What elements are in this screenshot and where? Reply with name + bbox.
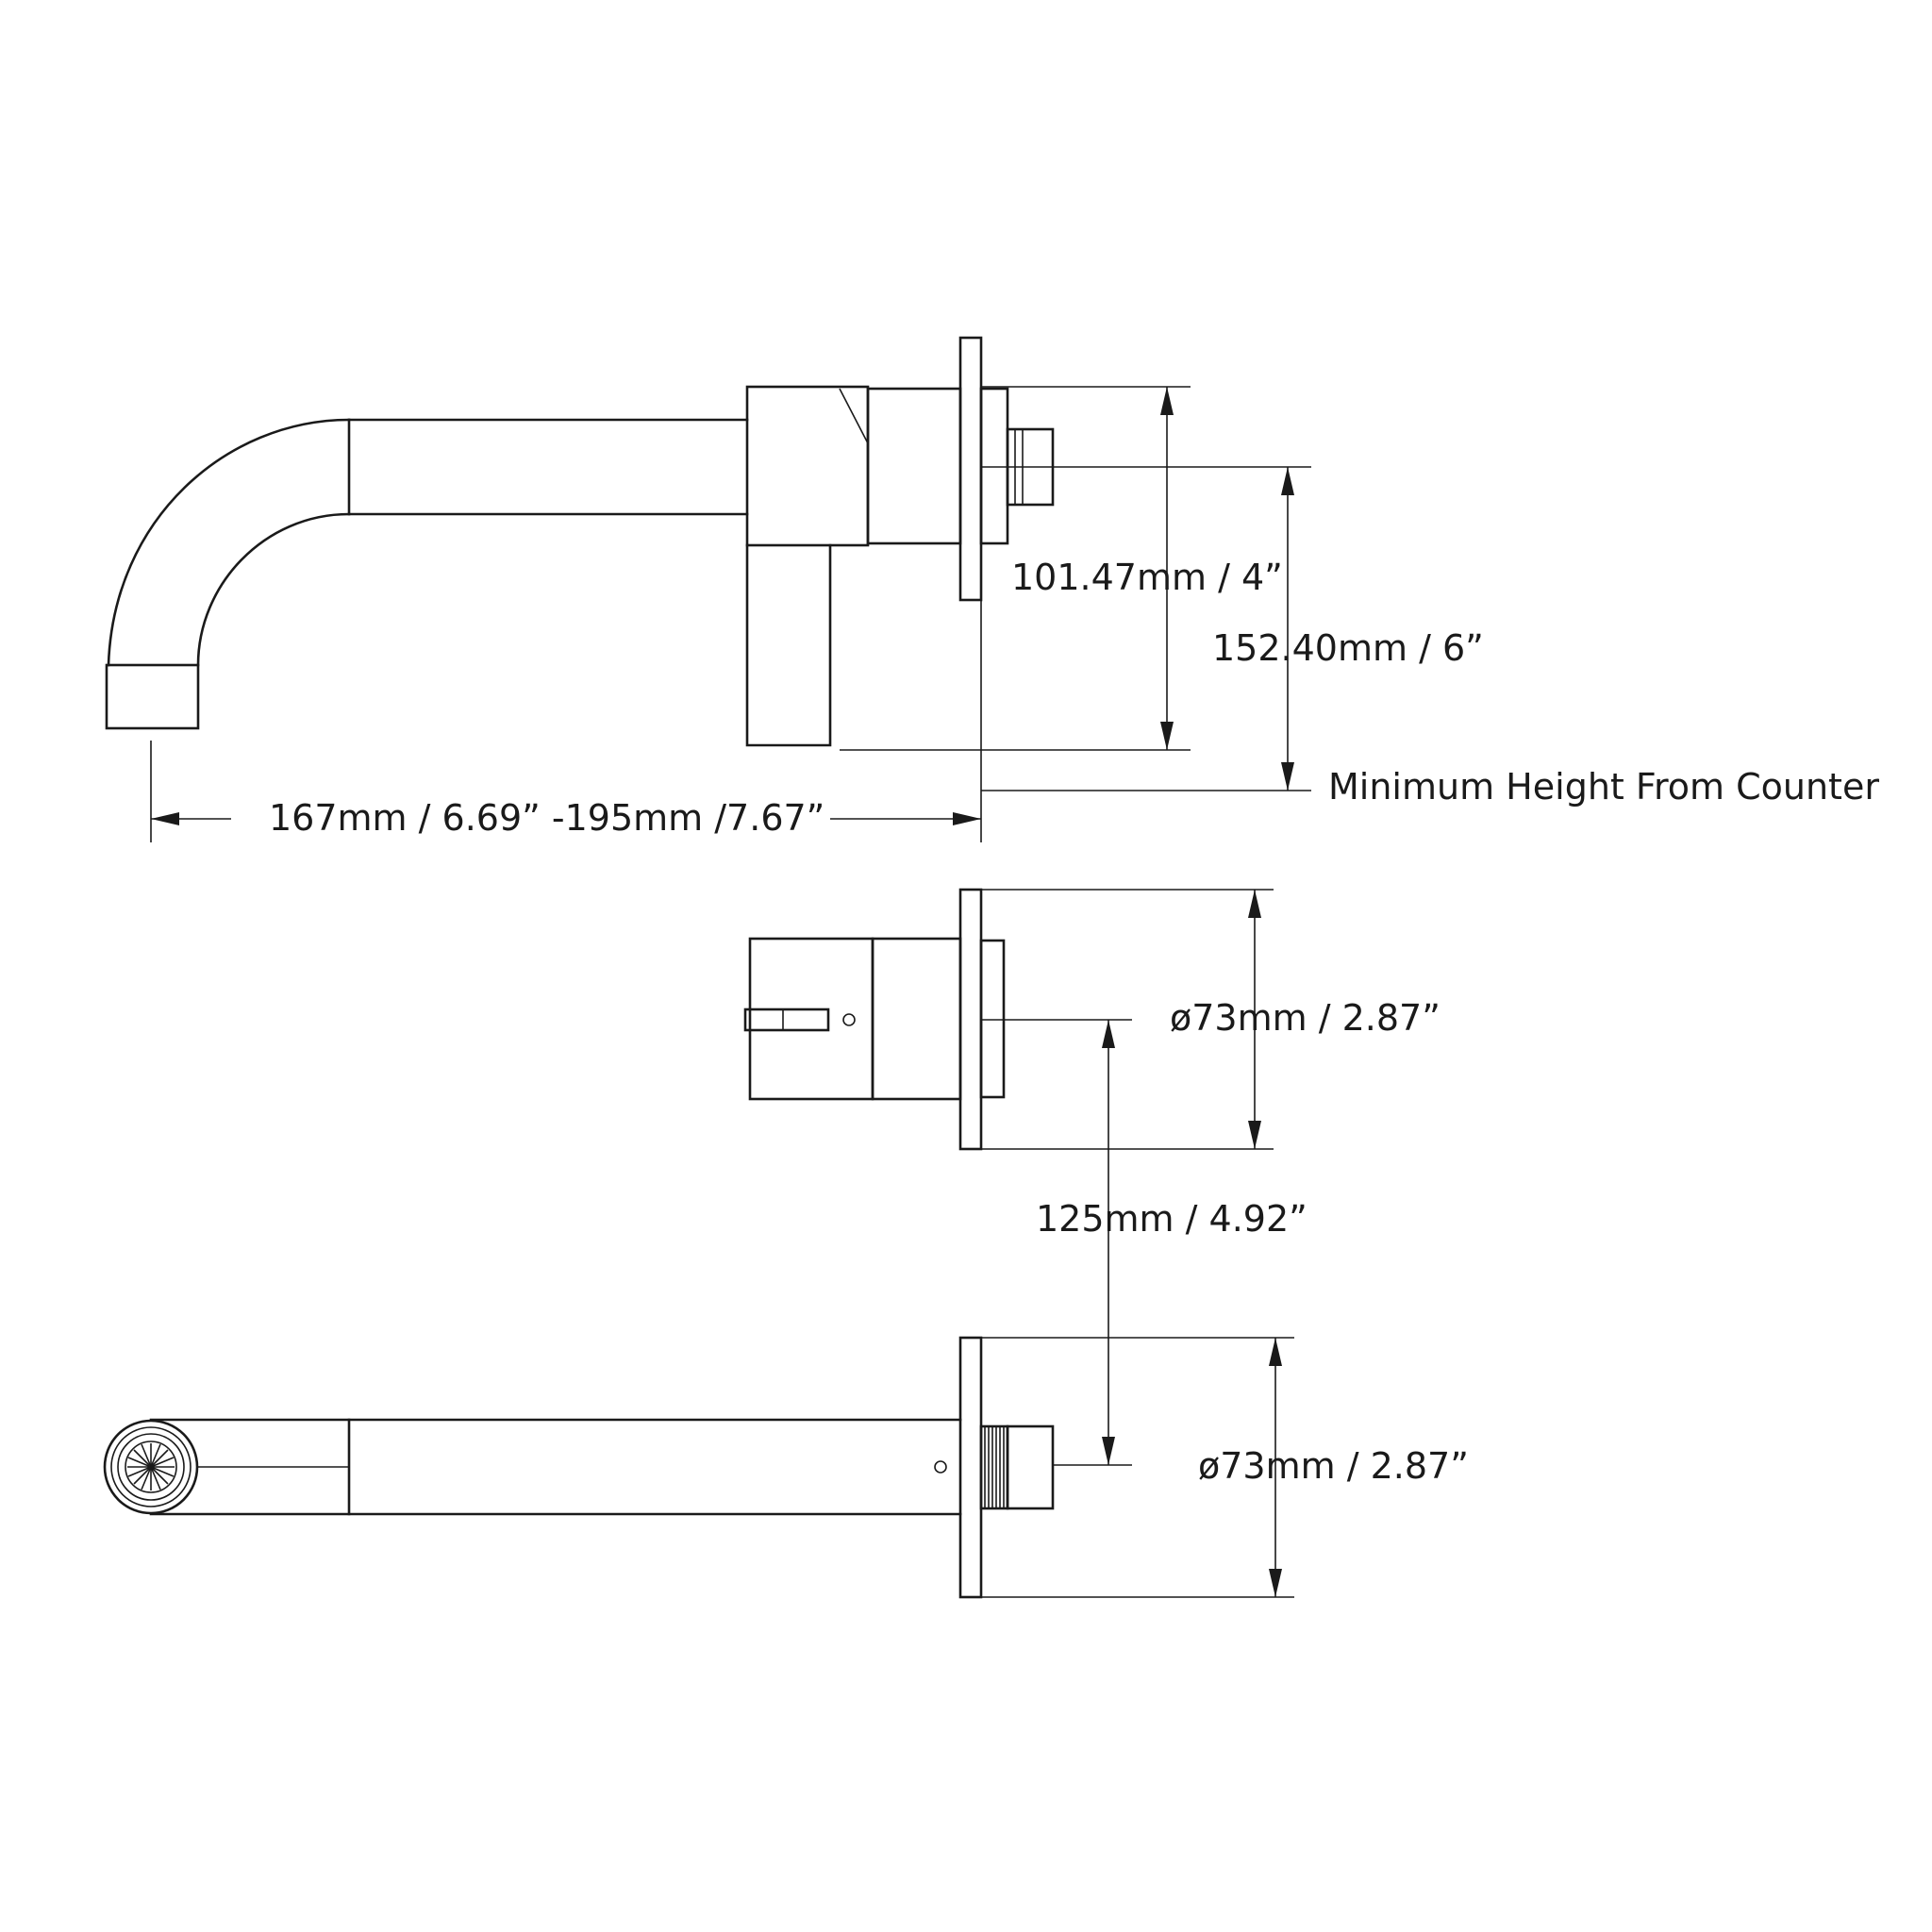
dim-spout-reach: 167mm / 6.69” -195mm /7.67” (151, 797, 981, 839)
side-view (105, 336, 1311, 842)
handle-plate-dia-label: ø73mm / 2.87” (1170, 997, 1441, 1039)
handle-view (743, 888, 1274, 1151)
dim-spout-plate: ø73mm / 2.87” (1198, 1338, 1469, 1597)
top-view (103, 1336, 1294, 1599)
dim-center-spacing: 125mm / 4.92” (1036, 1020, 1307, 1465)
valve-height-label: 101.47mm / 4” (1011, 557, 1283, 598)
aerator-icon (103, 1419, 199, 1515)
spout-reach-label: 167mm / 6.69” -195mm /7.67” (269, 797, 824, 839)
dim-handle-plate: ø73mm / 2.87” (1170, 890, 1441, 1149)
min-height-label: 152.40mm / 6” (1212, 627, 1484, 669)
min-height-note: Minimum Height From Counter (1328, 766, 1879, 808)
dim-valve-height: 101.47mm / 4” (1011, 387, 1283, 750)
spout-plate-dia-label: ø73mm / 2.87” (1198, 1445, 1469, 1487)
dim-min-height: 152.40mm / 6” Minimum Height From Counte… (1212, 467, 1879, 808)
center-spacing-label: 125mm / 4.92” (1036, 1198, 1307, 1240)
